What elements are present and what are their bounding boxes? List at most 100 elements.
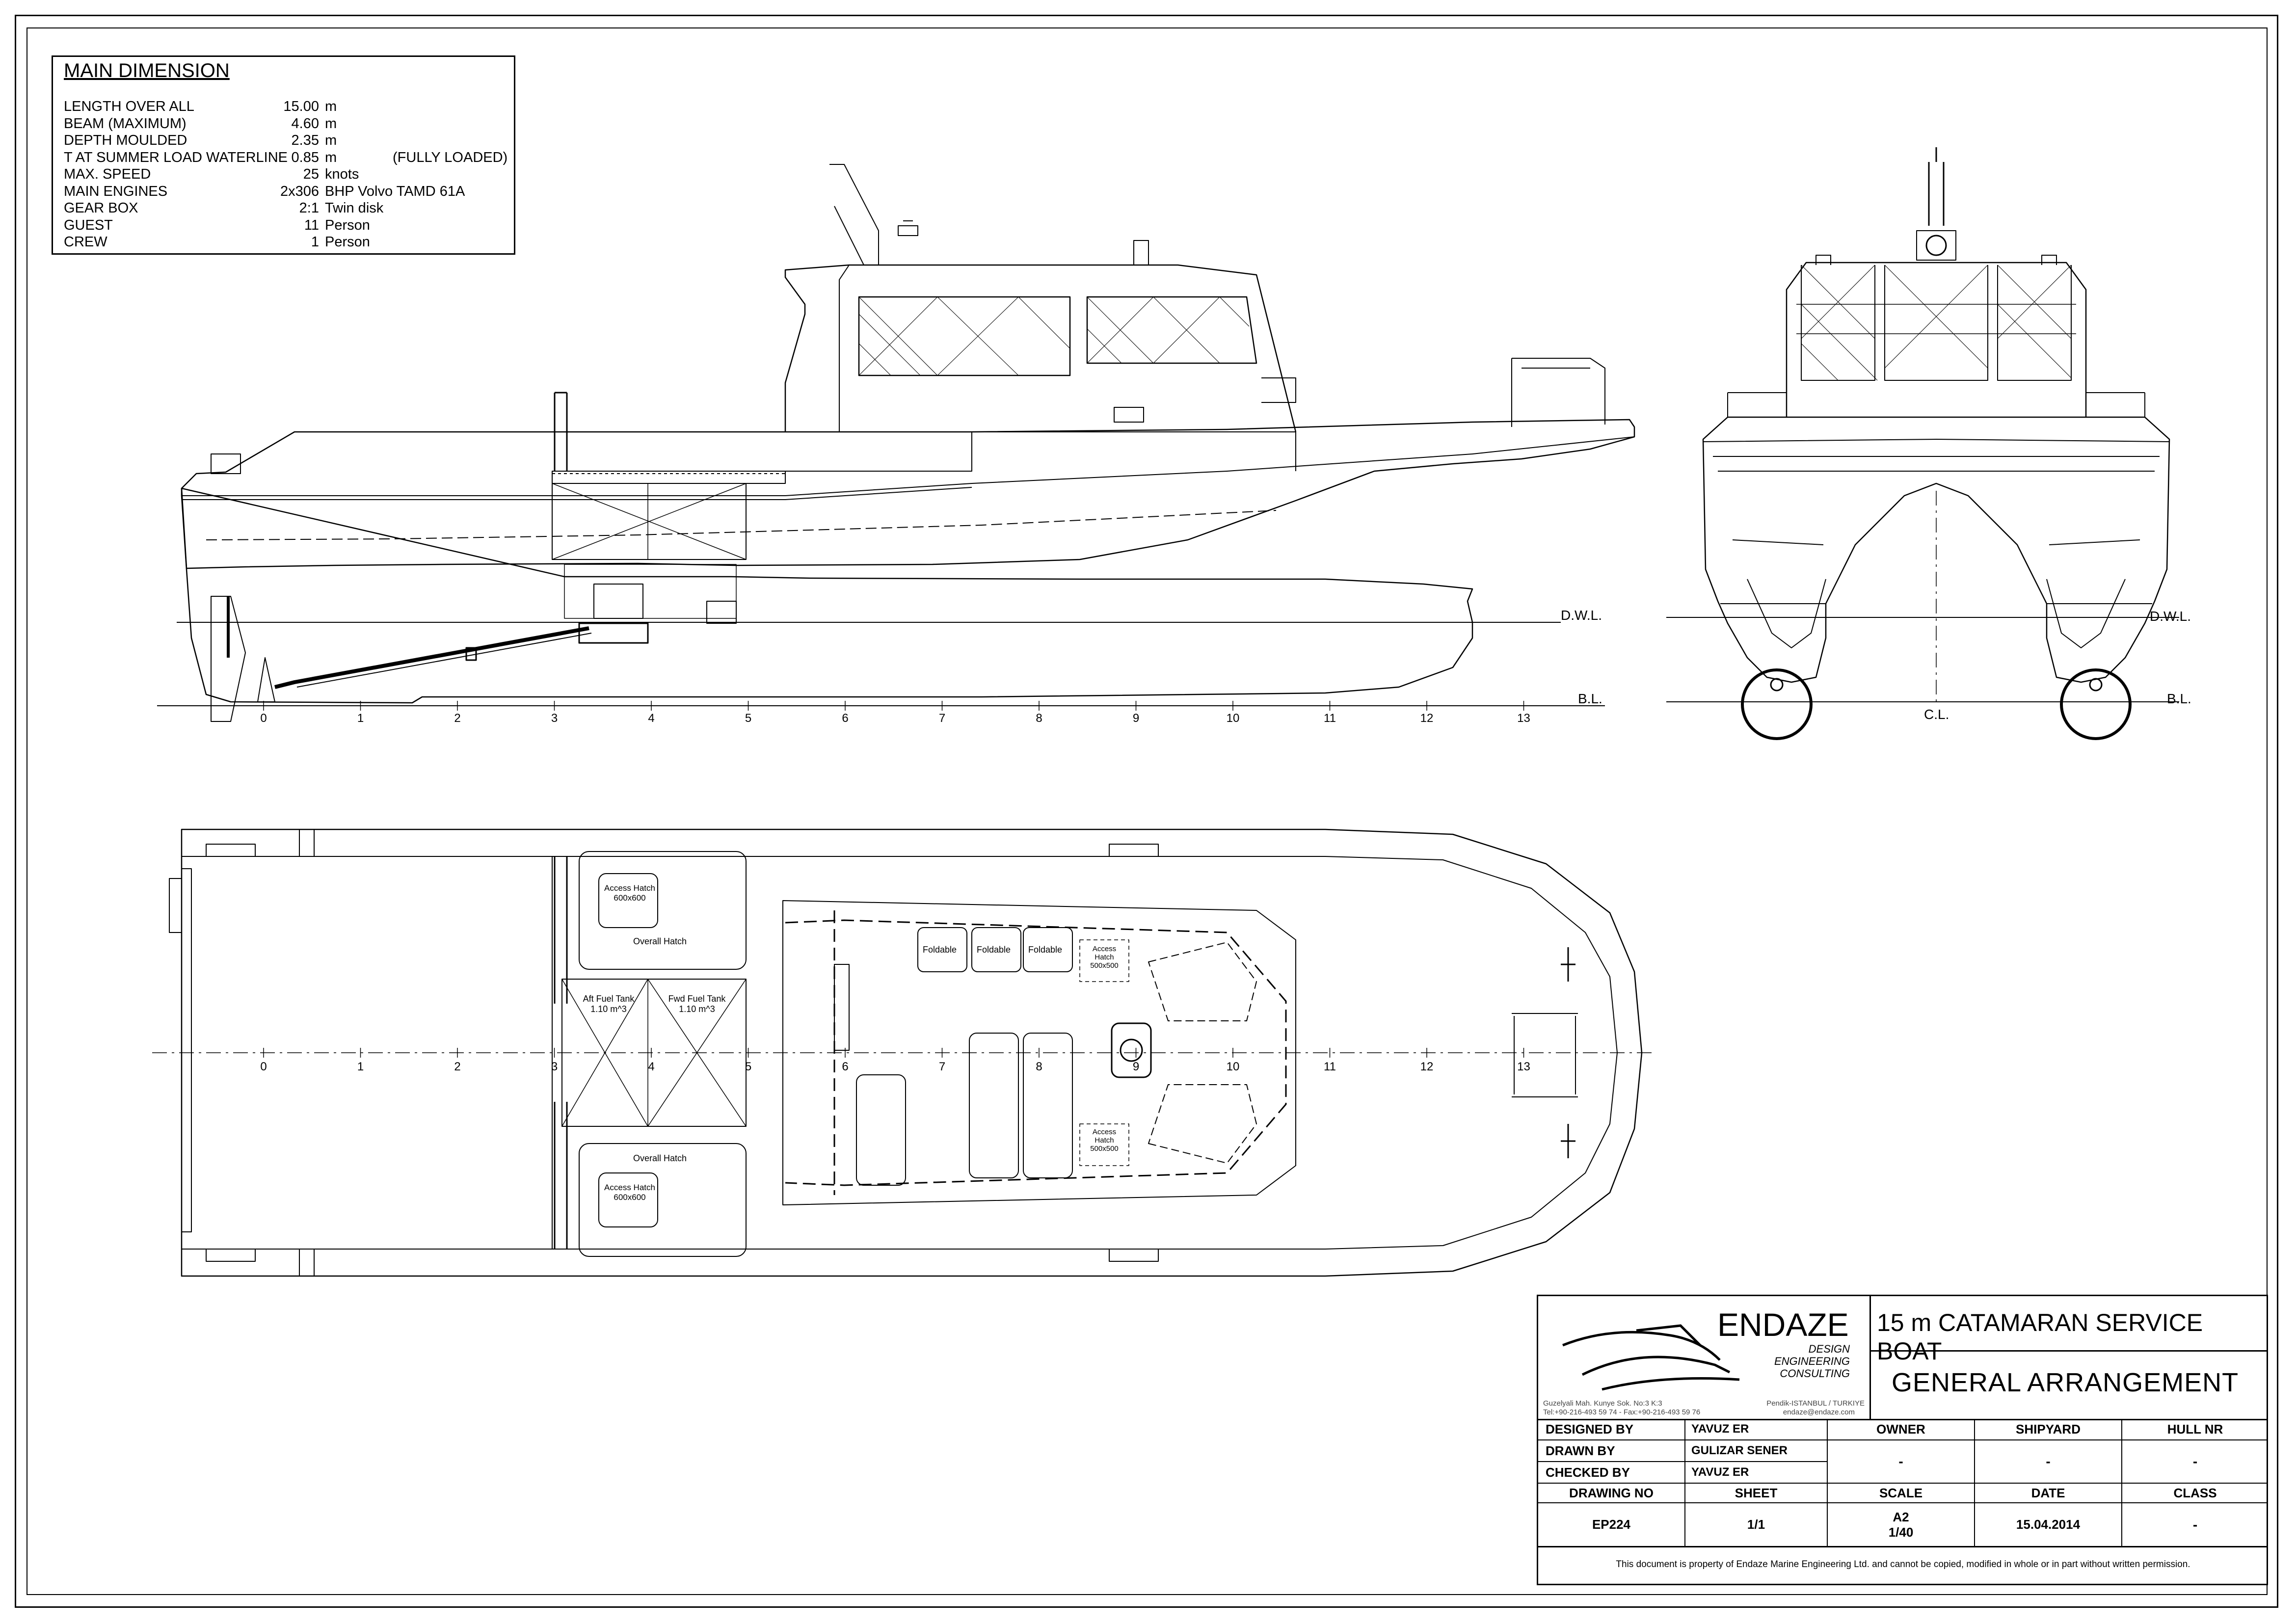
plan-station-label: 10 [1226, 1060, 1240, 1073]
dimension-value: 11 [304, 217, 319, 233]
address-line-2: Tel:+90-216-493 59 74 - Fax:+90-216-493 … [1543, 1408, 1701, 1416]
foldable-seat-2: Foldable [977, 945, 1011, 955]
profile-station-label: 0 [260, 712, 267, 725]
dimension-unit: m [325, 99, 337, 114]
shipyard-label: SHIPYARD [1975, 1419, 2122, 1440]
dimension-value: 25 [303, 166, 319, 182]
sheet-label: SHEET [1685, 1484, 1828, 1503]
plan-station-label: 0 [260, 1060, 267, 1073]
plan-station-label: 4 [648, 1060, 655, 1073]
sheet-value: 1/1 [1685, 1503, 1828, 1547]
dimension-value: 4.60 [291, 115, 319, 132]
dimension-unit: Twin disk [325, 200, 384, 216]
plan-station-label: 6 [842, 1060, 849, 1073]
plan-view [152, 828, 1654, 1277]
fwd-fuel-tank-name: Fwd Fuel Tank [668, 994, 726, 1004]
fwd-fuel-tank-label: Fwd Fuel Tank 1.10 m^3 [663, 994, 731, 1014]
aft-fuel-tank-label: Aft Fuel Tank 1.10 m^3 [574, 994, 643, 1014]
dimension-value: 2:1 [299, 200, 319, 216]
profile-station-label: 2 [454, 712, 461, 725]
disclaimer: This document is property of Endaze Mari… [1616, 1559, 2190, 1570]
access-hatch-top-label: Access Hatch 600x600 [604, 883, 655, 903]
overall-hatch-top-label: Overall Hatch [633, 936, 687, 946]
dimension-label: MAIN ENGINES [64, 183, 168, 199]
profile-station-label: 8 [1036, 712, 1042, 725]
aft-fuel-tank-volume: 1.10 m^3 [590, 1004, 627, 1014]
hull-value: - [2122, 1440, 2268, 1484]
drawn-by-value: GULIZAR SENER [1685, 1440, 1828, 1462]
profile-station-label: 5 [745, 712, 752, 725]
date-value: 15.04.2014 [1975, 1503, 2122, 1547]
dimension-value: 15.00 [283, 99, 319, 114]
profile-station-label: 6 [842, 712, 849, 725]
access-hatch-500-top: Access Hatch 500x500 [1090, 945, 1119, 970]
dimension-label: GEAR BOX [64, 200, 138, 216]
profile-view [157, 164, 1635, 722]
checked-by-value: YAVUZ ER [1685, 1462, 1828, 1484]
company-tagline-3: CONSULTING [1780, 1367, 1850, 1380]
endaze-logo [1562, 1324, 1740, 1391]
profile-station-label: 13 [1517, 712, 1530, 725]
drawing-title: GENERAL ARRANGEMENT [1892, 1368, 2239, 1397]
owner-value: - [1828, 1440, 1975, 1484]
plan-station-label: 7 [938, 1060, 946, 1073]
profile-dwl-label: D.W.L. [1561, 608, 1602, 623]
profile-station-label: 1 [357, 712, 364, 725]
fwd-fuel-tank-volume: 1.10 m^3 [679, 1004, 715, 1014]
dimension-unit: BHP Volvo TAMD 61A [325, 183, 465, 199]
main-dimension-title: MAIN DIMENSION [64, 60, 230, 81]
drawing-no-value: EP224 [1538, 1503, 1685, 1547]
company-tagline-2: ENGINEERING [1774, 1355, 1850, 1367]
front-bl-label: B.L. [2167, 691, 2191, 706]
checked-by-label: CHECKED BY [1538, 1462, 1685, 1484]
dimension-note: (FULLY LOADED) [393, 149, 508, 165]
dimension-label: BEAM (MAXIMUM) [64, 115, 187, 132]
plan-station-label: 3 [551, 1060, 558, 1073]
scale-label: SCALE [1828, 1484, 1975, 1503]
scale-paper: A2 [1893, 1509, 1909, 1524]
plan-station-label: 5 [745, 1060, 752, 1073]
plan-station-label: 1 [357, 1060, 364, 1073]
dimension-label: DEPTH MOULDED [64, 133, 187, 148]
company-tagline-1: DESIGN [1808, 1343, 1850, 1355]
access-hatch-500-bottom: Access Hatch 500x500 [1090, 1128, 1119, 1153]
class-label: CLASS [2122, 1484, 2268, 1503]
dimension-unit: m [325, 133, 337, 148]
profile-station-label: 10 [1226, 712, 1240, 725]
logo-area: ENDAZE DESIGN ENGINEERING CONSULTING Guz… [1538, 1296, 1871, 1419]
title-divider [1869, 1350, 2268, 1352]
title-block: ENDAZE DESIGN ENGINEERING CONSULTING Guz… [1537, 1295, 2268, 1585]
dimension-label: CREW [64, 234, 107, 250]
dimension-unit: m [325, 149, 337, 165]
scale-value: A2 1/40 [1828, 1503, 1975, 1547]
plan-station-label: 12 [1420, 1060, 1434, 1073]
profile-station-label: 12 [1420, 712, 1434, 725]
dimension-label: T AT SUMMER LOAD WATERLINE [64, 149, 288, 165]
scale-ratio: 1/40 [1888, 1524, 1914, 1540]
dimension-unit: m [325, 115, 337, 132]
plan-station-label: 8 [1036, 1060, 1042, 1073]
access-hatch-bottom-label: Access Hatch 600x600 [604, 1183, 655, 1202]
profile-station-label: 11 [1324, 712, 1336, 725]
profile-station-label: 3 [551, 712, 558, 725]
drawing-border-outer [15, 15, 2278, 1608]
address-email: endaze@endaze.com [1783, 1408, 1855, 1416]
dimension-value: 1 [311, 234, 319, 250]
hull-label: HULL NR [2122, 1419, 2268, 1440]
dimension-label: GUEST [64, 217, 113, 233]
front-view [1666, 147, 2179, 740]
dimension-unit: Person [325, 234, 370, 250]
drawing-no-label: DRAWING NO [1538, 1484, 1685, 1503]
profile-station-label: 9 [1132, 712, 1140, 725]
front-dwl-label: D.W.L. [2150, 609, 2191, 624]
address-line-1: Guzelyali Mah. Kunye Sok. No:3 K:3 [1543, 1399, 1662, 1408]
company-name: ENDAZE [1717, 1306, 1849, 1343]
profile-bl-label: B.L. [1578, 691, 1602, 706]
dimension-label: LENGTH OVER ALL [64, 99, 194, 114]
aft-fuel-tank-name: Aft Fuel Tank [583, 994, 635, 1004]
profile-station-label: 4 [648, 712, 655, 725]
designed-by-label: DESIGNED BY [1538, 1419, 1685, 1440]
grid-top [1538, 1419, 2268, 1420]
dimension-value: 0.85 [291, 149, 319, 165]
